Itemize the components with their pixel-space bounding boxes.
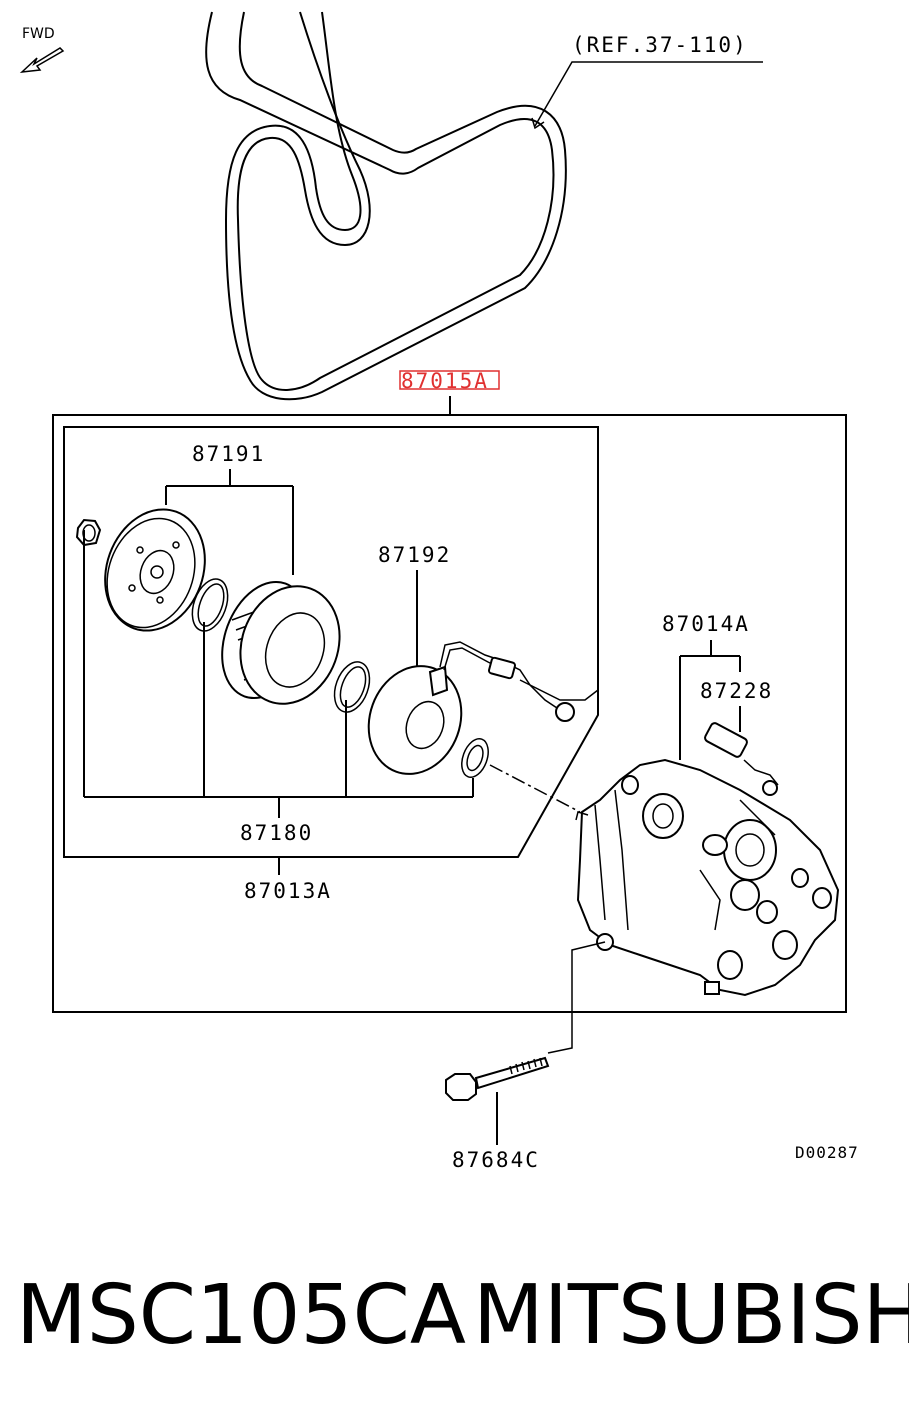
- forward-arrow-icon: FWD: [19, 26, 65, 73]
- belt-ref-label: (REF.37-110): [572, 33, 748, 57]
- field-coil-label: 87192: [378, 543, 451, 567]
- clutch-kit-label: 87180: [240, 821, 313, 845]
- snap-ring-2: [333, 661, 371, 713]
- armature-plate: [104, 508, 206, 632]
- bolt-label: 87684C: [452, 1148, 540, 1172]
- bolt: [445, 1056, 550, 1101]
- drive-belt: [205, 11, 567, 401]
- nut: [75, 518, 102, 547]
- compressor-label: 87014A: [662, 612, 750, 636]
- assembly-highlight: [399, 370, 500, 390]
- clutch-assembly-label: 87013A: [244, 879, 332, 903]
- pulley: [221, 580, 341, 705]
- assembly-label: 87015A: [401, 369, 489, 393]
- switch-label: 87228: [700, 679, 773, 703]
- caption-brand: MITSUBISHI: [473, 1268, 909, 1363]
- drawing-code: D00287: [795, 1143, 859, 1162]
- forward-label: FWD: [22, 26, 55, 42]
- compressor: [575, 758, 840, 997]
- clutch-plate-label: 87191: [192, 442, 265, 466]
- caption: MSC105CA MITSUBISHI: [0, 1268, 909, 1378]
- shim: [461, 738, 489, 778]
- clutch-frame: [63, 426, 599, 858]
- assembly-frame: [52, 414, 847, 1013]
- field-coil: [367, 641, 599, 775]
- switch-sensor: [704, 722, 779, 796]
- caption-model: MSC105CA: [16, 1268, 466, 1363]
